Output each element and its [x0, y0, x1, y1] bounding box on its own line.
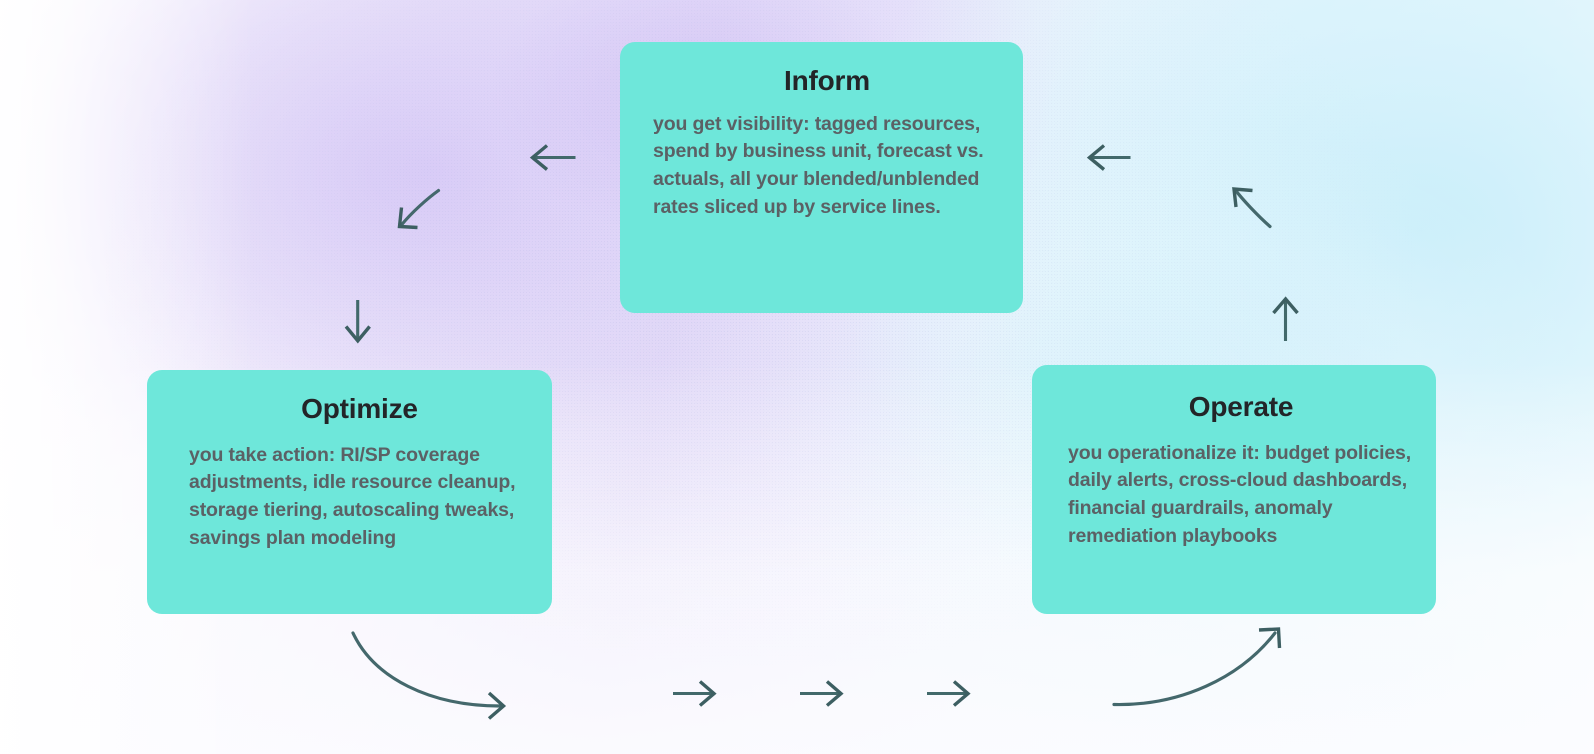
- arrow-operate-to-inform-diagonal-icon: [1232, 187, 1272, 229]
- arrow-curve-to-operate-icon: [1112, 627, 1282, 707]
- card-operate-title: Operate: [1188, 391, 1294, 422]
- arrow-optimize-to-operate-curve-icon: [351, 631, 507, 720]
- arrow-inform-to-optimize-diagonal-icon: [397, 188, 441, 230]
- card-optimize[interactable]: Optimize you take action: RI/SP coverage…: [147, 370, 552, 614]
- card-operate[interactable]: Operate you operationalize it: budget po…: [1032, 365, 1436, 614]
- arrow-operate-to-inform-up-icon: [1272, 296, 1299, 341]
- card-optimize-title: Optimize: [301, 393, 418, 424]
- arrow-inform-to-optimize-down-icon: [344, 300, 371, 344]
- card-optimize-body: you take action: RI/SP coverage adjustme…: [189, 443, 516, 549]
- card-inform-body: you get visibility: tagged resources, sp…: [653, 112, 984, 218]
- arrow-operate-to-inform-left-icon: [1086, 144, 1131, 171]
- arrow-inform-to-left-icon: [529, 144, 576, 171]
- arrow-bottom-right-1-icon: [673, 680, 717, 707]
- card-inform[interactable]: Inform you get visibility: tagged resour…: [620, 42, 1023, 313]
- arrow-bottom-right-2-icon: [800, 680, 844, 707]
- card-inform-title: Inform: [784, 65, 870, 96]
- card-operate-body: you operationalize it: budget policies, …: [1068, 441, 1412, 547]
- arrow-bottom-right-3-icon: [927, 680, 971, 707]
